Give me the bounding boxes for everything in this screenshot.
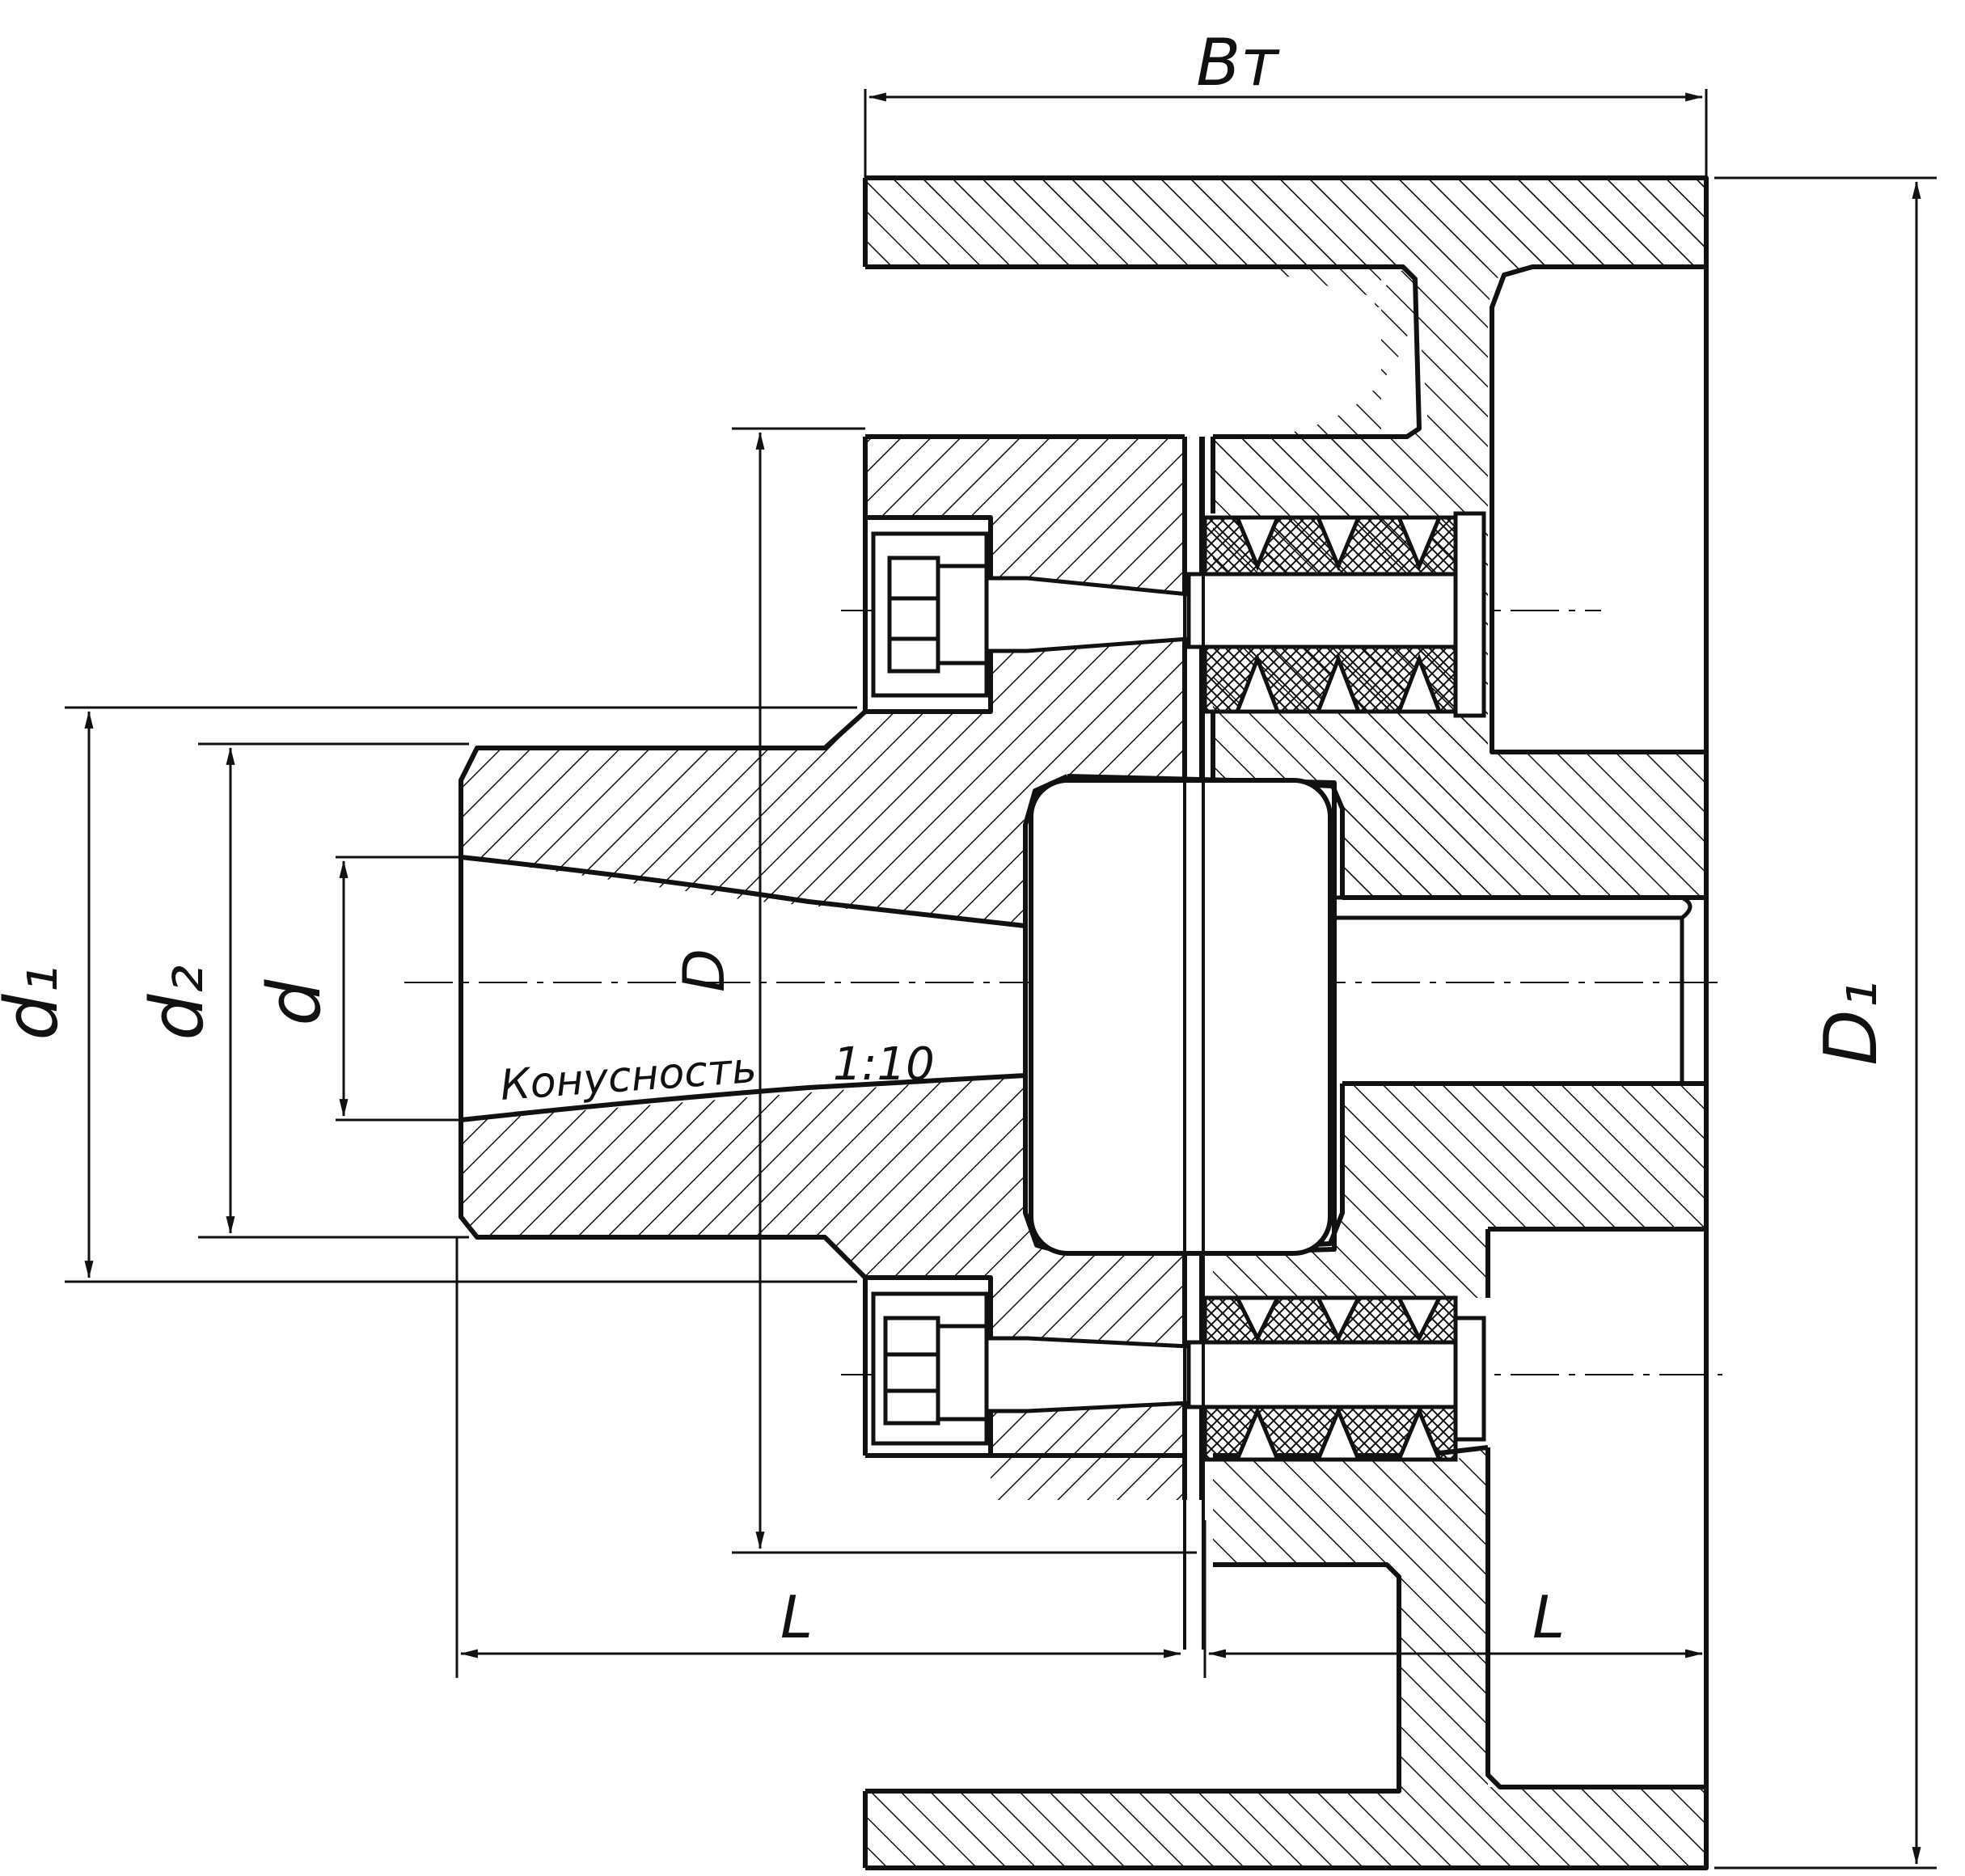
label-length-right: L xyxy=(1532,1583,1565,1651)
label-d: d xyxy=(252,979,337,1026)
label-d-bolt-circle: D xyxy=(671,949,737,992)
label-d2: d₂ xyxy=(135,965,220,1040)
label-bt: Bт xyxy=(1196,25,1280,100)
dimension-lines xyxy=(65,89,1937,1870)
coupling-pin-lower xyxy=(871,1291,1486,1462)
right-hub-bore xyxy=(1334,895,1692,1084)
gap-between-halves xyxy=(1183,437,1205,1650)
label-d1: d₁ xyxy=(0,965,74,1040)
label-d1-big: D₁ xyxy=(1809,980,1894,1065)
label-taper-ratio: 1:10 xyxy=(833,1038,935,1091)
coupling-pin-upper xyxy=(871,511,1486,718)
label-length-left: L xyxy=(780,1583,813,1651)
